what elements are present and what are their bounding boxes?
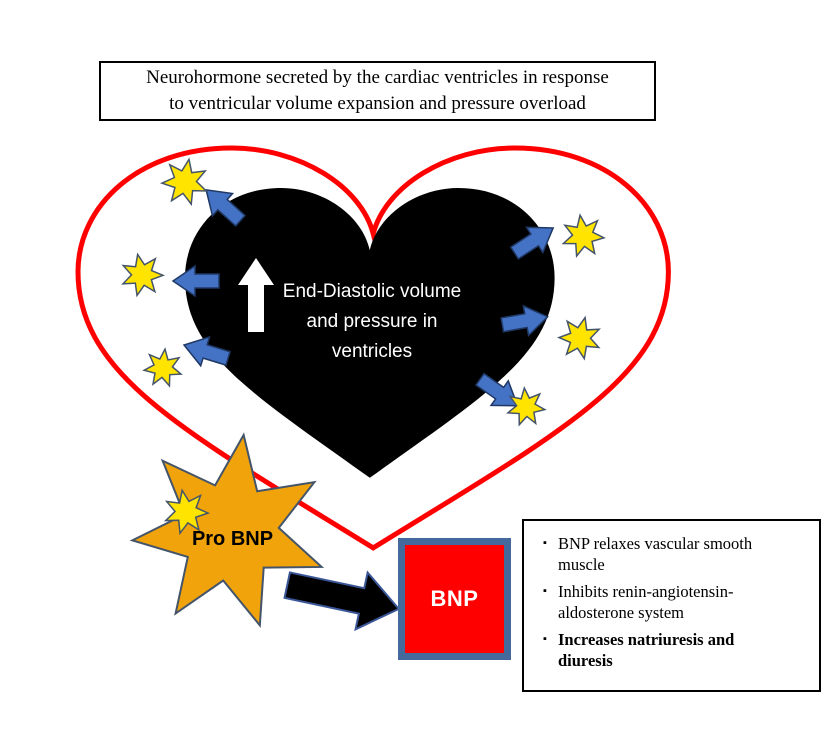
bnp-box: BNP <box>398 538 511 660</box>
effect-text: Increases natriuresis and diuresis <box>558 630 735 670</box>
seven-point-star-icon <box>143 347 184 387</box>
effect-text: BNP relaxes vascular smooth muscle <box>558 534 753 574</box>
heart-label: End-Diastolic volume and pressure in ven… <box>262 277 482 367</box>
bullet-icon: ▪ <box>543 633 547 645</box>
list-item: ▪ BNP relaxes vascular smooth muscle <box>532 533 811 575</box>
heart-label-line-2: and pressure in <box>306 311 438 332</box>
heart-label-line-1: End-Diastolic volume <box>282 281 462 302</box>
title-line-2: to ventricular volume expansion and pres… <box>169 93 586 114</box>
pro-bnp-label: Pro BNP <box>191 528 274 550</box>
bullet-icon: ▪ <box>543 537 547 549</box>
list-item: ▪ Inhibits renin-angiotensin-aldosterone… <box>532 581 811 623</box>
effects-box: ▪ BNP relaxes vascular smooth muscle ▪ I… <box>522 519 821 692</box>
title-line-1: Neurohormone secreted by the cardiac ven… <box>146 67 609 88</box>
bnp-label: BNP <box>430 586 479 611</box>
seven-point-star-icon <box>159 155 211 206</box>
up-arrow-icon <box>238 258 274 332</box>
seven-point-star-icon <box>556 313 605 362</box>
effect-text: Inhibits renin-angiotensin-aldosterone s… <box>558 582 734 622</box>
seven-point-star-icon <box>118 250 166 298</box>
bullet-icon: ▪ <box>543 585 547 597</box>
title-box: Neurohormone secreted by the cardiac ven… <box>99 61 656 121</box>
heart-label-line-3: ventricles <box>331 341 413 362</box>
seven-point-star-icon <box>560 212 606 257</box>
bnp-arrow-icon <box>283 570 401 632</box>
list-item: ▪ Increases natriuresis and diuresis <box>532 629 811 671</box>
